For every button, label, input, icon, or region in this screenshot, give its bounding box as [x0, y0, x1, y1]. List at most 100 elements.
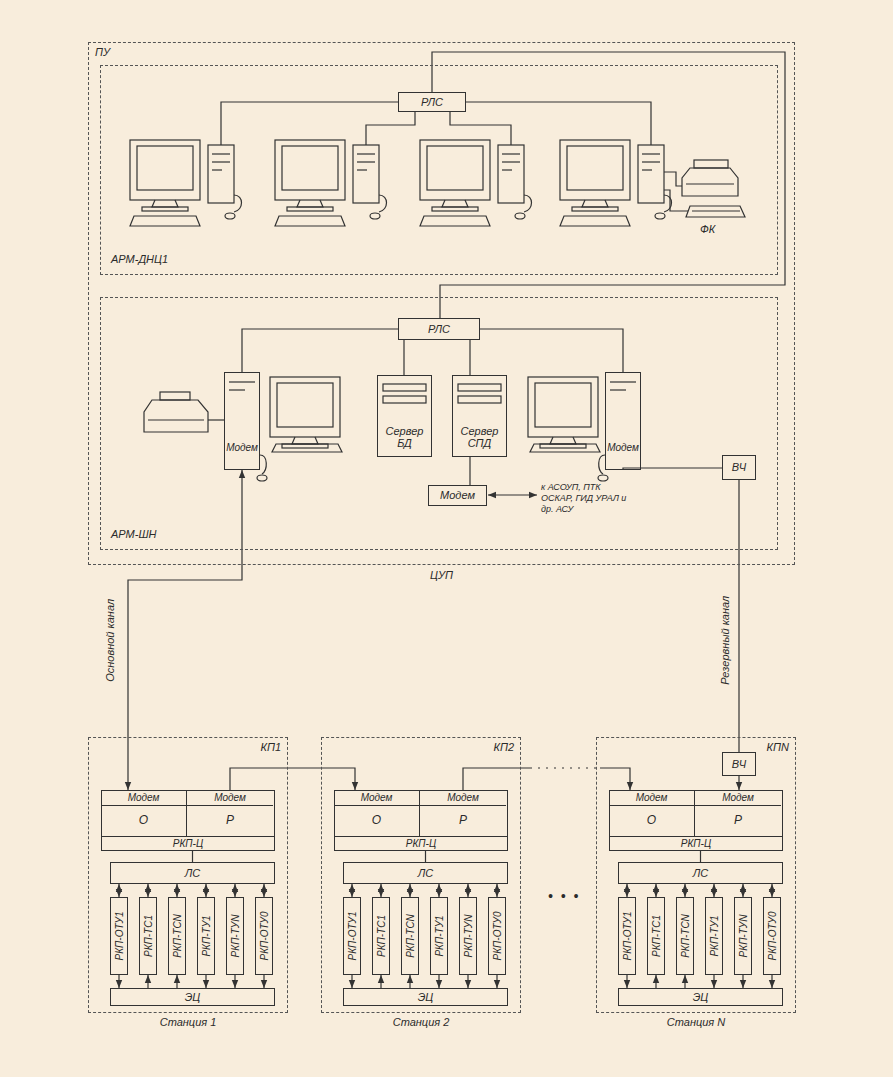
connector — [738, 480, 739, 752]
node-label: Модем — [695, 790, 781, 806]
node-label: ЛС — [693, 867, 709, 880]
node-label: РКП-ОТУ0 — [259, 912, 270, 961]
dashed-region: КП2Станция 2РКП-ЦМодемОМодемРЛСРКП-ОТУ1Р… — [321, 737, 521, 1013]
block-box: ЛС — [343, 862, 508, 884]
connector — [469, 457, 470, 485]
modem-cell: МодемР — [420, 790, 506, 836]
connector — [467, 975, 468, 988]
modem-cell: МодемО — [101, 790, 187, 836]
node-label: КП2 — [493, 741, 514, 754]
node-label: РКП-ОТУ1 — [622, 912, 633, 961]
connector — [409, 884, 410, 897]
dotted-line — [530, 767, 600, 768]
module-box: РКП-ОТУ0 — [488, 897, 506, 975]
line-gap — [530, 767, 600, 770]
module-box: РКП-ОТУ1 — [618, 897, 636, 975]
connector — [469, 340, 470, 375]
block-box: ВЧ — [722, 455, 756, 480]
connector — [425, 851, 426, 862]
module-box: РКП-ТС1 — [372, 897, 390, 975]
block-box: ЭЦ — [110, 988, 275, 1006]
connector — [432, 52, 785, 318]
module-box: РКП-ТУN — [459, 897, 477, 975]
block-box: ЛС — [110, 862, 275, 884]
connector — [403, 340, 404, 375]
node-label: Модем — [225, 442, 259, 454]
connector — [263, 975, 264, 988]
node-label: РКП-ТУN — [463, 915, 474, 958]
modem-cell: МодемР — [695, 790, 781, 836]
dashed-region: АРМ-ШНРЛСМодемСервер БДСервер СПДМодемМо… — [100, 297, 778, 550]
connector — [684, 975, 685, 988]
connector — [438, 975, 439, 988]
block-box: РЛС — [398, 318, 480, 340]
node-label: ПУ — [95, 46, 110, 59]
connector — [742, 975, 743, 988]
connector — [380, 884, 381, 897]
node-label: Сервер СПД — [453, 425, 506, 450]
computer-tower: Модем — [224, 372, 260, 470]
connector — [128, 470, 242, 790]
node-label: АРМ-ШН — [111, 528, 156, 541]
connector — [742, 884, 743, 897]
connector — [713, 884, 714, 897]
node-label: О — [609, 805, 694, 836]
module-box: РКП-ТУN — [226, 897, 244, 975]
annotation: ФК — [700, 223, 715, 236]
node-label: РКП-ТУN — [230, 915, 241, 958]
node-label: РКП-ТУN — [738, 915, 749, 958]
connector — [147, 884, 148, 897]
connector — [409, 975, 410, 988]
connector — [467, 884, 468, 897]
connector — [738, 776, 739, 790]
node-label: О — [334, 805, 419, 836]
node-label: РКП-ОТУ0 — [767, 912, 778, 961]
node-label: РКП-ТУ1 — [201, 915, 212, 956]
node-label: РКП-ТСN — [680, 914, 691, 958]
node-label: ЛС — [418, 867, 434, 880]
connector — [147, 975, 148, 988]
node-label: РКП-ОТУ1 — [347, 912, 358, 961]
server-unit: Сервер БД — [377, 375, 432, 457]
module-box: РКП-ТУ1 — [197, 897, 215, 975]
node-label: КПN — [767, 741, 789, 754]
node-label: ЛС — [185, 867, 201, 880]
connector — [351, 975, 352, 988]
connector — [234, 975, 235, 988]
connector — [496, 884, 497, 897]
connector — [626, 975, 627, 988]
dashed-region: КП1Станция 1РКП-ЦМодемОМодемРЛСРКП-ОТУ1Р… — [88, 737, 288, 1013]
node-label: Модем — [440, 489, 475, 502]
connector — [463, 768, 630, 790]
connector — [684, 884, 685, 897]
node-label: РЛС — [421, 96, 443, 109]
block-box: РЛС — [398, 92, 466, 112]
connector — [655, 884, 656, 897]
connector — [205, 884, 206, 897]
connector — [380, 975, 381, 988]
node-label: Модем — [420, 790, 506, 806]
node-label: РКП-Ц — [610, 836, 782, 850]
edge-label: Резервный канал — [720, 595, 733, 684]
block-box: ЭЦ — [343, 988, 508, 1006]
modem-cell: МодемР — [187, 790, 273, 836]
node-label: ЦУП — [89, 569, 794, 582]
dashed-region: ПУЦУПАРМ-ДНЦ1РЛСАРМ-ШНРЛСМодемСервер БДС… — [88, 42, 795, 565]
module-box: РКП-ТСN — [401, 897, 419, 975]
dashed-region: АРМ-ДНЦ1РЛС — [100, 65, 778, 275]
module-box: РКП-ОТУ1 — [110, 897, 128, 975]
block-box: ЭЦ — [618, 988, 783, 1006]
dashed-region: КПNСтанция NРКП-ЦМодемОМодемРЛСРКП-ОТУ1Р… — [596, 737, 796, 1013]
node-label: РКП-ТУ1 — [434, 915, 445, 956]
module-box: РКП-ТУN — [734, 897, 752, 975]
node-label: Модем — [334, 790, 419, 806]
connector — [118, 975, 119, 988]
node-label: Модем — [187, 790, 273, 806]
connector — [205, 975, 206, 988]
node-label: РКП-ОТУ1 — [114, 912, 125, 961]
connector — [351, 884, 352, 897]
node-label: РКП-ТС1 — [651, 915, 662, 957]
connector — [242, 329, 398, 372]
connector — [655, 975, 656, 988]
controller-block: РКП-Ц МодемОМодемР — [609, 790, 783, 851]
